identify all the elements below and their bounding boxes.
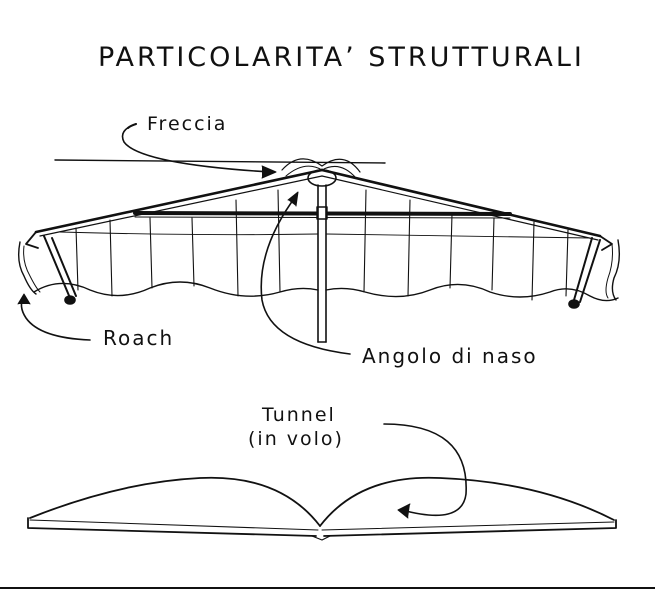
angolo-di-naso-arrow [260,195,351,355]
glider-front-view [17,158,621,343]
leading-edge-right [320,168,602,238]
leading-edge-left [34,168,324,234]
freccia-arrow [121,123,271,173]
roach-arrow [20,295,91,341]
wing-profile-left [29,476,321,527]
glider-tunnel-view [27,476,617,541]
wing-profile-right [319,476,615,527]
label-freccia: Freccia [147,113,228,135]
sweep-reference-line [54,159,386,164]
leader-lines [17,123,467,519]
keel-post [317,184,327,343]
trailing-edge [33,281,619,302]
page-title: PARTICOLARITA’ STRUTTURALI [98,42,585,73]
wing-base-line [27,517,617,537]
label-roach: Roach [103,326,175,350]
label-tunnel: Tunnel [262,404,336,426]
tunnel-arrow [383,423,467,517]
sail-battens [75,189,569,301]
label-angolo-di-naso: Angolo di naso [362,344,538,368]
label-tunnel-in-volo: (in volo) [248,428,344,450]
